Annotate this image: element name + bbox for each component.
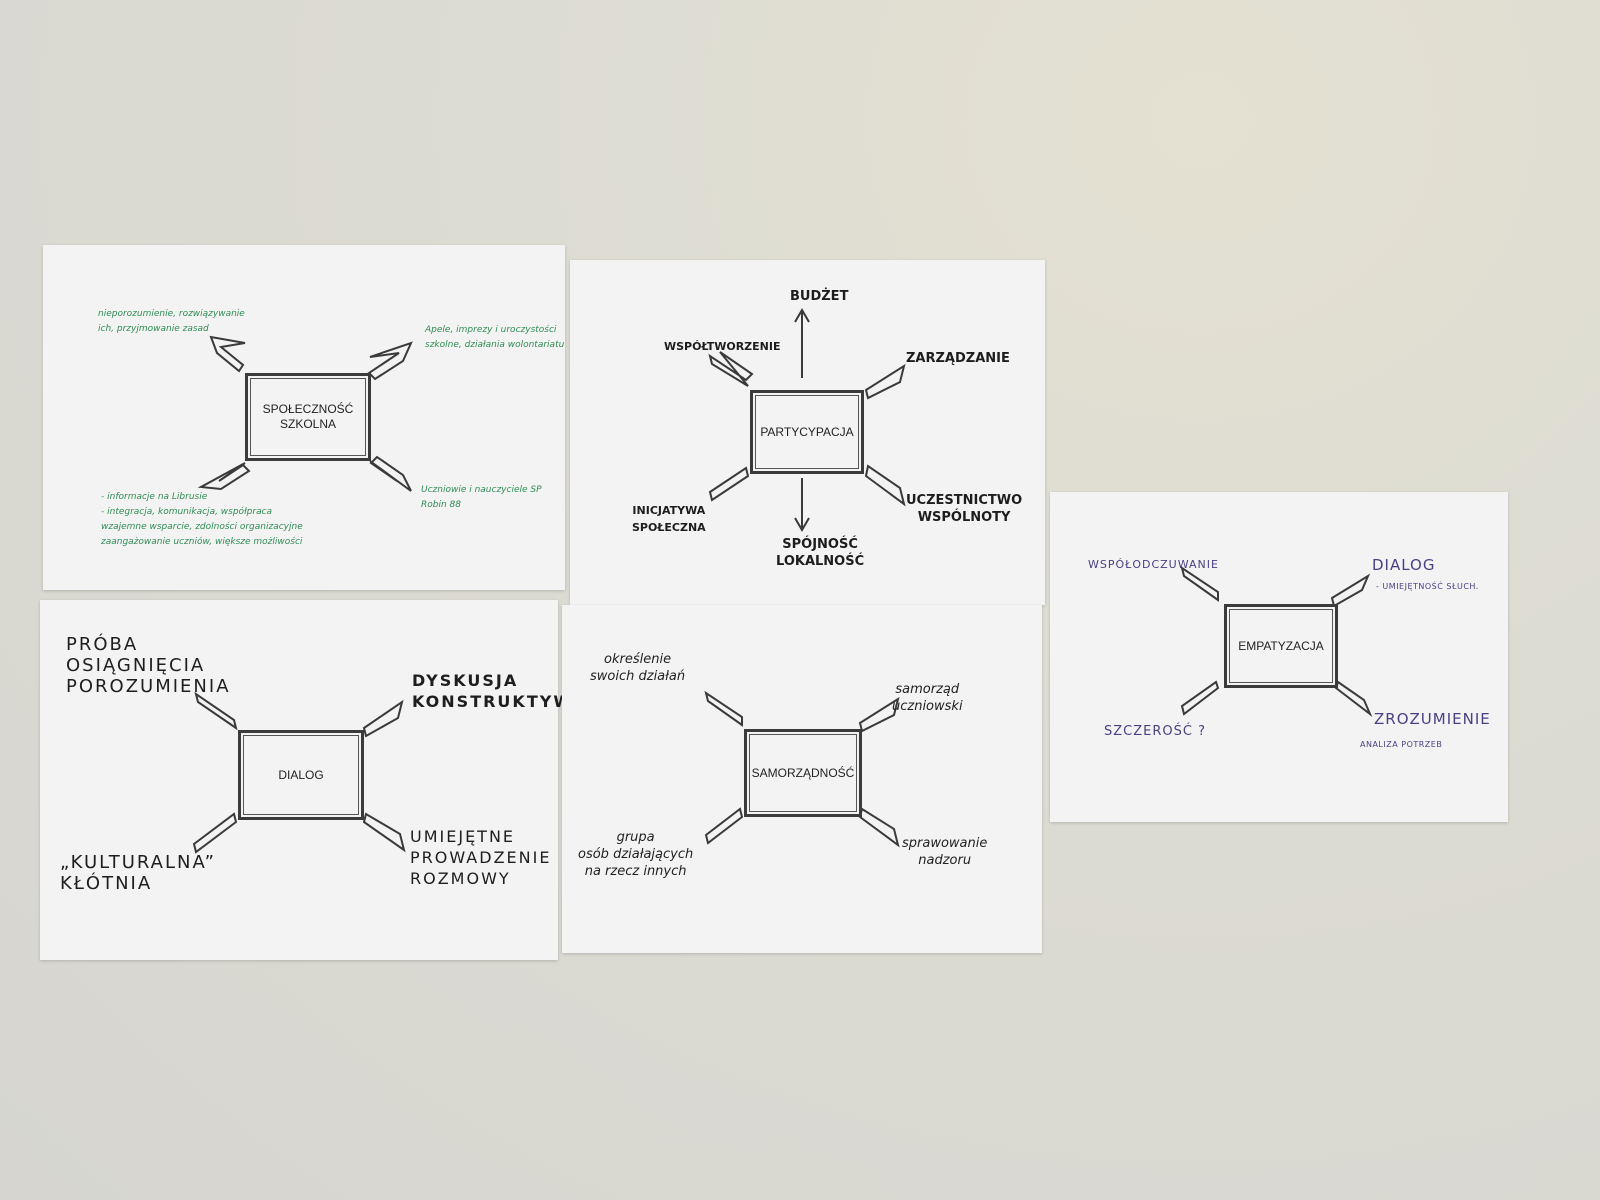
label-bottom-left: „KULTURALNA” KŁÓTNIA <box>60 852 216 894</box>
arrow-up-right <box>367 341 413 381</box>
arrow-down-right <box>864 464 906 507</box>
label-top-left: określenie swoich działań <box>590 652 686 684</box>
central-label: DIALOG <box>278 767 324 782</box>
central-box: SPOŁECZNOŚĆ SZKOLNA <box>245 373 371 461</box>
label-top-right-sub: - UMIEJĘTNOŚĆ SŁUCH. <box>1376 582 1479 591</box>
arrow-down-right <box>858 807 900 848</box>
arrow-up-left <box>704 690 743 727</box>
label-bottom-right: sprawowanie nadzoru <box>902 836 988 868</box>
arrows <box>1180 565 1373 718</box>
label-bottom-right-sub: ANALIZA POTRZEB <box>1360 740 1443 749</box>
label-bottom-left: grupa osób działających na rzecz innych <box>578 830 694 879</box>
arrows <box>197 335 413 492</box>
arrow-up-left <box>194 691 238 731</box>
arrow-down-right <box>1334 680 1373 718</box>
arrows <box>192 691 406 854</box>
label-bottom-right: Uczniowie i nauczyciele SP Robin 88 <box>421 485 542 510</box>
arrow-down-left <box>192 812 238 854</box>
label-top-right: DIALOG <box>1372 556 1436 574</box>
central-label: SAMORZĄDNOŚĆ <box>751 765 855 780</box>
central-box: SAMORZĄDNOŚĆ <box>744 729 862 817</box>
label-bottom-right: UMIEJĘTNE PROWADZENIE ROZMOWY <box>410 827 552 888</box>
label-top-right: DYSKUSJA KONSTRUKTYWNA <box>412 671 603 711</box>
label-top-left: PRÓBA OSIĄGNIĘCIA POROZUMIENIA <box>66 634 231 697</box>
label-top-right: samorząd uczniowski <box>892 682 963 714</box>
arrow-down-left <box>1180 680 1220 716</box>
arrow-down-right <box>362 812 406 853</box>
label-bottom-left: INICJATYWA SPOŁECZNA <box>632 504 706 534</box>
label-top-right: ZARZĄDZANIE <box>906 351 1010 366</box>
label-bottom-left: SZCZEROŚĆ ? <box>1104 724 1206 739</box>
central-box: EMPATYZACJA <box>1224 604 1338 688</box>
label-bottom-right: UCZESTNICTWO WSPÓLNOTY <box>906 493 1023 525</box>
sheet-partycypacja: PARTYCYPACJA BUDŻET WSPÓŁTWORZENIE ZARZĄ… <box>570 260 1045 605</box>
arrow-down-right <box>369 455 412 492</box>
arrow-up-right <box>1330 573 1371 608</box>
label-top-left: nieporozumienie, rozwiązywanie ich, przy… <box>98 309 245 334</box>
central-label: EMPATYZACJA <box>1238 638 1324 653</box>
arrow-down-left <box>704 807 744 845</box>
arrow-up-right <box>362 699 404 738</box>
arrow-up-left <box>209 335 246 373</box>
sheet-empatyzacja: EMPATYZACJA WSPÓŁODCZUWANIE DIALOG - UMI… <box>1050 492 1508 822</box>
label-top-right: Apele, imprezy i uroczystości szkolne, d… <box>425 325 565 350</box>
label-bottom: SPÓJNOŚĆ LOKALNOŚĆ <box>776 537 865 569</box>
label-top-left: WSPÓŁTWORZENIE <box>664 340 781 353</box>
arrow-up-right <box>864 363 906 400</box>
arrow-up-left <box>708 351 754 387</box>
central-box: DIALOG <box>238 730 364 820</box>
central-box: PARTYCYPACJA <box>750 390 864 474</box>
central-label: SPOŁECZNOŚĆ SZKOLNA <box>262 402 354 431</box>
arrow-down-left <box>708 466 750 502</box>
arrows <box>708 308 906 532</box>
label-top-left: WSPÓŁODCZUWANIE <box>1088 558 1219 571</box>
sheet-spolecznosc-szkolna: SPOŁECZNOŚĆ SZKOLNA nieporozumienie, roz… <box>43 245 565 590</box>
central-label: PARTYCYPACJA <box>760 424 854 439</box>
arrow-up-right <box>858 696 900 733</box>
arrow-up-left <box>1180 565 1219 602</box>
label-top: BUDŻET <box>790 289 849 304</box>
sheet-samorzadnosc: SAMORZĄDNOŚĆ określenie swoich działań s… <box>562 605 1042 953</box>
sheet-dialog: DIALOG PRÓBA OSIĄGNIĘCIA POROZUMIENIA DY… <box>40 600 601 960</box>
arrow-down-left <box>197 462 251 491</box>
label-bottom-left: - informacje na Librusie - integracja, k… <box>101 492 303 547</box>
label-bottom-right: ZROZUMIENIE <box>1374 710 1491 728</box>
